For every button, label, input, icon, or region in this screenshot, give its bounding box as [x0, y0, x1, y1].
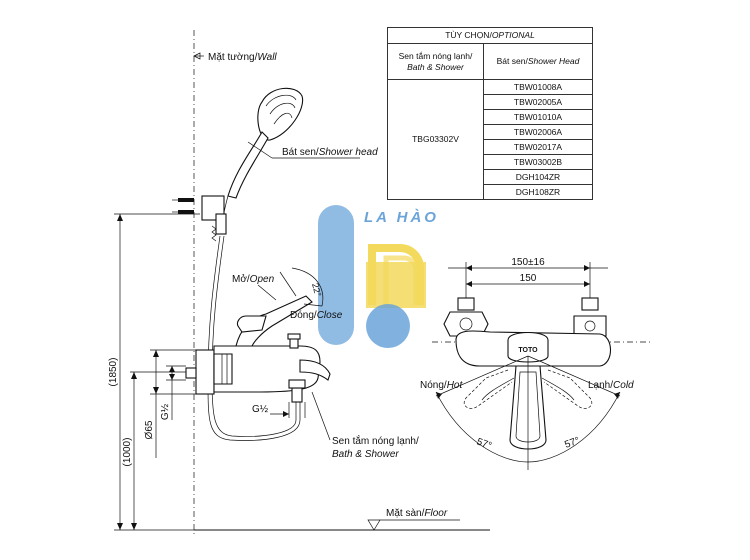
dim-g12-horizontal-label: G½: [252, 404, 269, 415]
angle-22-label: 22°: [310, 282, 323, 298]
watermark-text: LA HÀO: [364, 209, 439, 226]
shower-head-cell: DGH104ZR: [483, 169, 593, 185]
shower-head-cell: TBW03002B: [483, 154, 593, 170]
shower-head-cell: TBW02006A: [483, 124, 593, 140]
column-header-bath-shower: Sen tắm nóng lạnh/Bath & Shower: [387, 43, 484, 80]
floor-label: Mặt sàn/Floor: [386, 508, 448, 519]
table-header-row: TÙY CHỌN/OPTIONAL: [387, 27, 593, 44]
table-column-header-row: Sen tắm nóng lạnh/Bath & Shower Bát sen/…: [387, 43, 593, 80]
hand-shower: [172, 87, 304, 242]
shower-head-cell: DGH108ZR: [483, 184, 593, 200]
dim-1850-label: (1850): [108, 358, 119, 387]
model-cell: TBG03302V: [387, 79, 484, 200]
mixer-body-front: [185, 295, 331, 403]
watermark-logo: LA HÀO: [318, 205, 439, 348]
bath-shower-label-vi: Sen tắm nóng lạnh/: [332, 434, 419, 447]
shower-head-label: Bát sen/Shower head: [282, 147, 378, 158]
optional-shower-head-table: TÙY CHỌN/OPTIONAL Sen tắm nóng lạnh/Bath…: [387, 27, 593, 200]
dim-65-label: Ø65: [144, 420, 155, 439]
shower-hose: [207, 235, 301, 441]
dim-150-label: 150: [520, 273, 537, 284]
open-label: Mở/Open: [232, 273, 275, 285]
angle-left-label: 57°: [475, 436, 493, 452]
brand-mark: TOTO: [518, 347, 538, 354]
dim-g12-vertical-label: G½: [160, 403, 171, 420]
shower-head-cell: TBW02005A: [483, 94, 593, 110]
close-label: Đóng/Close: [290, 310, 343, 321]
dim-1000-label: (1000): [122, 438, 133, 467]
column-header-shower-head: Bát sen/Shower Head: [483, 43, 593, 80]
top-view: 150±16 150 TOTO 57° 57°: [432, 257, 650, 470]
angle-right-label: 57°: [563, 435, 581, 451]
wall-label: Mặt tường/Wall: [208, 52, 277, 63]
dimension-lines-left: (1850) (1000) Ø65 G½ G½: [108, 213, 306, 531]
dim-150-tol-label: 150±16: [511, 257, 545, 268]
table-title: TÙY CHỌN/OPTIONAL: [387, 27, 593, 44]
shower-head-cell: TBW01008A: [483, 79, 593, 95]
table-row: DGH108ZR: [388, 184, 593, 200]
cold-label: Lạnh/Cold: [588, 380, 634, 391]
hot-label: Nóng/Hot: [420, 380, 463, 391]
bath-shower-label-en: Bath & Shower: [332, 449, 399, 460]
table-row: TBG03302V TBW01008A: [387, 79, 593, 200]
shower-head-cell: TBW02017A: [483, 139, 593, 155]
shower-head-cell: TBW01010A: [483, 109, 593, 125]
